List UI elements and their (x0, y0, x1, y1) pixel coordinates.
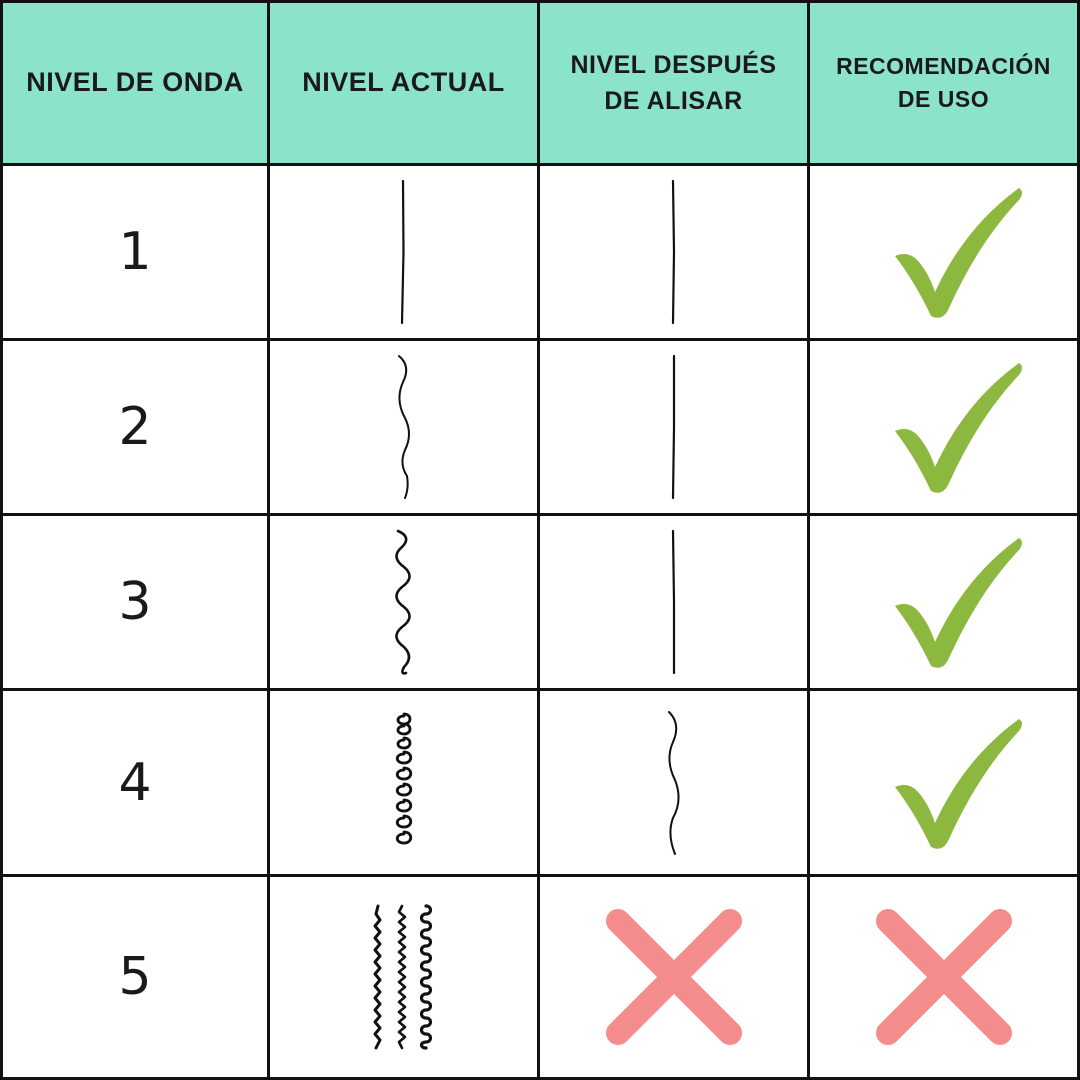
check-icon (895, 188, 1022, 318)
curl-icon (395, 712, 412, 844)
table-row-3-level: 3 (0, 516, 270, 691)
coily-icon (373, 904, 432, 1050)
slight-wave-icon (397, 355, 410, 499)
table-row-1-current (270, 166, 540, 341)
check-icon (895, 718, 1022, 849)
straight-line-icon (671, 179, 675, 325)
table-row-4-current (270, 691, 540, 877)
table-row-5-current (270, 877, 540, 1080)
table-row-1-after (540, 166, 810, 341)
header-current-level: NIVEL ACTUAL (270, 0, 540, 166)
level-number: 5 (118, 947, 152, 1007)
header-label: RECOMENDACIÓN DE USO (836, 52, 1051, 112)
header-label: NIVEL DESPUÉS DE ALISAR (570, 50, 777, 115)
level-number: 3 (118, 572, 152, 632)
table-row-4-recommendation (810, 691, 1080, 877)
table-row-2-after (540, 341, 810, 516)
table-row-5-recommendation (810, 877, 1080, 1080)
table-row-1-recommendation (810, 166, 1080, 341)
table-row-5-level: 5 (0, 877, 270, 1080)
cross-icon (605, 909, 742, 1045)
table-row-5-after (540, 877, 810, 1080)
header-after-straightening: NIVEL DESPUÉS DE ALISAR (540, 0, 810, 166)
straight-line-icon (671, 529, 675, 675)
table-row-1-level: 1 (0, 166, 270, 341)
table-row-4-after (540, 691, 810, 877)
straight-line-icon (400, 179, 405, 325)
wave-icon (394, 529, 411, 675)
table-row-3-current (270, 516, 540, 691)
table-row-2-current (270, 341, 540, 516)
check-icon (895, 363, 1022, 493)
level-number: 1 (118, 222, 152, 282)
check-icon (895, 538, 1022, 668)
header-label: NIVEL DE ONDA (26, 67, 244, 98)
level-number: 4 (118, 752, 152, 813)
header-wave-level: NIVEL DE ONDA (0, 0, 270, 166)
cross-icon (875, 909, 1012, 1045)
table-row-3-recommendation (810, 516, 1080, 691)
table-row-2-level: 2 (0, 341, 270, 516)
slight-wave-icon (667, 710, 679, 855)
header-label: NIVEL ACTUAL (302, 67, 505, 98)
table-row-3-after (540, 516, 810, 691)
header-use-recommendation: RECOMENDACIÓN DE USO (810, 0, 1080, 166)
table-row-2-recommendation (810, 341, 1080, 516)
table-row-4-level: 4 (0, 691, 270, 877)
level-number: 2 (118, 397, 152, 457)
straight-line-icon (671, 354, 675, 500)
